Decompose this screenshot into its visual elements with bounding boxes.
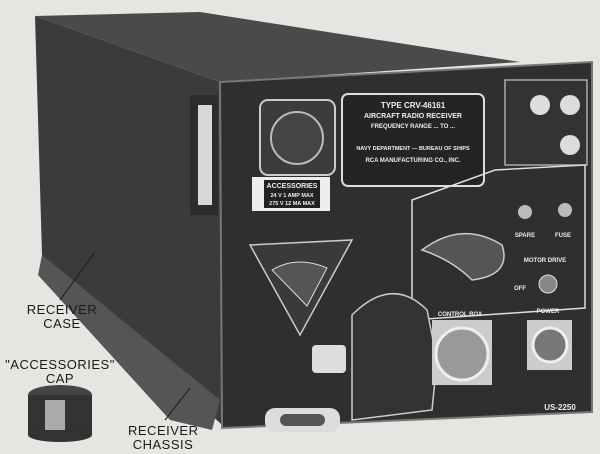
nameplate-line4: NAVY DEPARTMENT — BUREAU OF SHIPS — [356, 146, 470, 152]
receiver-chassis-rail — [38, 255, 220, 430]
accessories-cap-base — [28, 428, 92, 442]
nameplate-line3: FREQUENCY RANGE ... TO ... — [371, 124, 455, 130]
bottom-handle-grip — [280, 414, 325, 426]
receiver-case-side — [35, 16, 222, 425]
phone-jack-3 — [560, 135, 580, 155]
accessories-plate-inset — [264, 180, 320, 208]
callout-accessories-cap: "ACCESSORIES" CAP — [5, 358, 115, 386]
figure-id: US-2250 — [544, 403, 576, 412]
control-box-connector-icon — [434, 326, 490, 382]
accessories-line1: 24 V 1 AMP MAX — [270, 193, 313, 199]
motor-drive-switch — [538, 274, 558, 294]
nameplate-line1: TYPE CRV-46161 — [381, 101, 446, 110]
phone-jack-1 — [530, 95, 550, 115]
phone-jack-2 — [560, 95, 580, 115]
power-connector-icon — [531, 326, 569, 364]
tuning-meter-icon — [271, 261, 328, 307]
cover-plate — [351, 293, 438, 421]
receiver-case-top — [35, 12, 520, 82]
leader-receiver-case — [59, 251, 96, 301]
callout-receiver-chassis: RECEIVER CHASSIS — [128, 424, 198, 452]
callout-text: RECEIVER — [26, 302, 98, 317]
callout-text: CASE — [43, 316, 81, 331]
label-control-box: CONTROL BOX — [438, 312, 482, 318]
fuse-holder — [558, 203, 572, 217]
dial-lamp-knob — [312, 345, 346, 373]
label-fuse: FUSE — [555, 233, 571, 239]
callout-receiver-case: RECEIVER CASE — [22, 303, 102, 331]
callout-text: CHASSIS — [132, 437, 194, 452]
label-power: POWER — [537, 309, 560, 315]
nameplate — [341, 93, 485, 187]
label-motor-drive: MOTOR DRIVE — [524, 258, 566, 264]
leader-receiver-chassis — [164, 387, 191, 421]
callout-text: RECEIVER — [128, 423, 199, 438]
label-spare: SPARE — [515, 233, 535, 239]
case-handle — [198, 105, 212, 205]
antenna-connector-icon — [270, 111, 324, 165]
nameplate-line2: AIRCRAFT RADIO RECEIVER — [364, 113, 462, 120]
accessories-title: ACCESSORIES — [267, 183, 318, 190]
callout-text: CAP — [45, 371, 75, 386]
nameplate-line5: RCA MANUFACTURING CO., INC. — [365, 158, 460, 164]
spare-fuse-holder — [518, 205, 532, 219]
accessories-cap-highlight — [45, 400, 65, 430]
tuning-motor-icon — [420, 233, 505, 281]
accessories-line2: 275 V 12 MA MAX — [269, 201, 315, 207]
callout-text: "ACCESSORIES" — [5, 357, 115, 372]
label-off: OFF — [514, 286, 526, 292]
